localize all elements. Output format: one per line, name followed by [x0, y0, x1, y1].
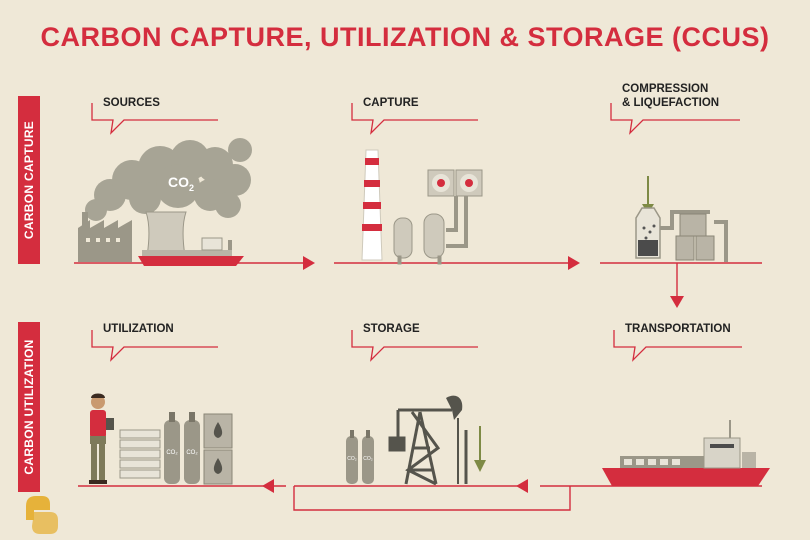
callout-compression: [610, 103, 740, 135]
arrow-left-2: [262, 479, 274, 493]
flow-arrows: [262, 256, 684, 493]
fan-icon: [437, 179, 445, 187]
storage-drums: [675, 213, 715, 261]
fan-icon: [465, 179, 473, 187]
callout-utilization: [91, 330, 218, 362]
step-label-transportation: TRANSPORTATION: [625, 323, 731, 335]
pump-jack: [388, 408, 452, 486]
utilization-cylinders: CO₂ CO₂: [164, 412, 200, 484]
smoke-cloud: [85, 138, 252, 221]
arrow-down: [670, 296, 684, 308]
storage-cylinders: CO₂ CO₂: [346, 430, 374, 484]
sources-illustration: CO2: [78, 138, 252, 266]
factory-building: [78, 212, 132, 262]
ship-bridge: [703, 437, 741, 469]
arrow-right-1: [303, 256, 315, 270]
striped-chimney: [361, 149, 383, 261]
tanker-ship: [138, 237, 244, 266]
callout-transportation: [613, 330, 742, 362]
step-label-capture: CAPTURE: [363, 97, 419, 109]
fan-unit: [427, 169, 483, 248]
carbon-utilization-label: CARBON UTILIZATION: [18, 322, 40, 492]
step-label-compression: COMPRESSION & LIQUEFACTION: [622, 82, 719, 110]
utilization-illustration: CO₂ CO₂: [89, 393, 233, 485]
utilization-cylinder-label: CO₂: [186, 450, 198, 456]
step-label-compression-line2: & LIQUEFACTION: [622, 97, 720, 109]
pump-jack-head: [446, 395, 463, 420]
droplet-icon: [213, 422, 223, 438]
compression-illustration: [635, 176, 728, 262]
callout-storage: [351, 330, 478, 362]
logo-icon: [26, 496, 58, 534]
co2-label: CO2: [168, 174, 194, 193]
page-title: CARBON CAPTURE, UTILIZATION & STORAGE (C…: [40, 22, 770, 52]
arrow-right-2: [568, 256, 580, 270]
cooling-tower: [145, 211, 187, 263]
capture-tanks: [393, 213, 445, 265]
storage-cylinder-label: CO₂: [363, 456, 373, 462]
callout-capture: [351, 103, 478, 135]
pallet-stack: [119, 429, 161, 479]
storage-illustration: CO₂ CO₂: [346, 395, 486, 486]
carbon-capture-label: CARBON CAPTURE: [18, 96, 40, 264]
capture-illustration: [361, 149, 483, 265]
droplet-icon: [213, 458, 223, 474]
step-label-compression-line1: COMPRESSION: [622, 83, 709, 95]
worker-person: [89, 393, 114, 484]
callout-brackets: [91, 103, 742, 362]
ship-hull: [602, 468, 770, 486]
step-label-storage: STORAGE: [363, 323, 420, 335]
step-label-utilization: UTILIZATION: [103, 323, 174, 335]
oil-drums: [203, 413, 233, 485]
transportation-illustration: [602, 420, 770, 486]
callout-sources: [91, 103, 218, 135]
arrow-left-1: [516, 479, 528, 493]
storage-cylinder-label: CO₂: [347, 456, 357, 462]
utilization-cylinder-label: CO₂: [166, 450, 178, 456]
step-label-sources: SOURCES: [103, 97, 160, 109]
